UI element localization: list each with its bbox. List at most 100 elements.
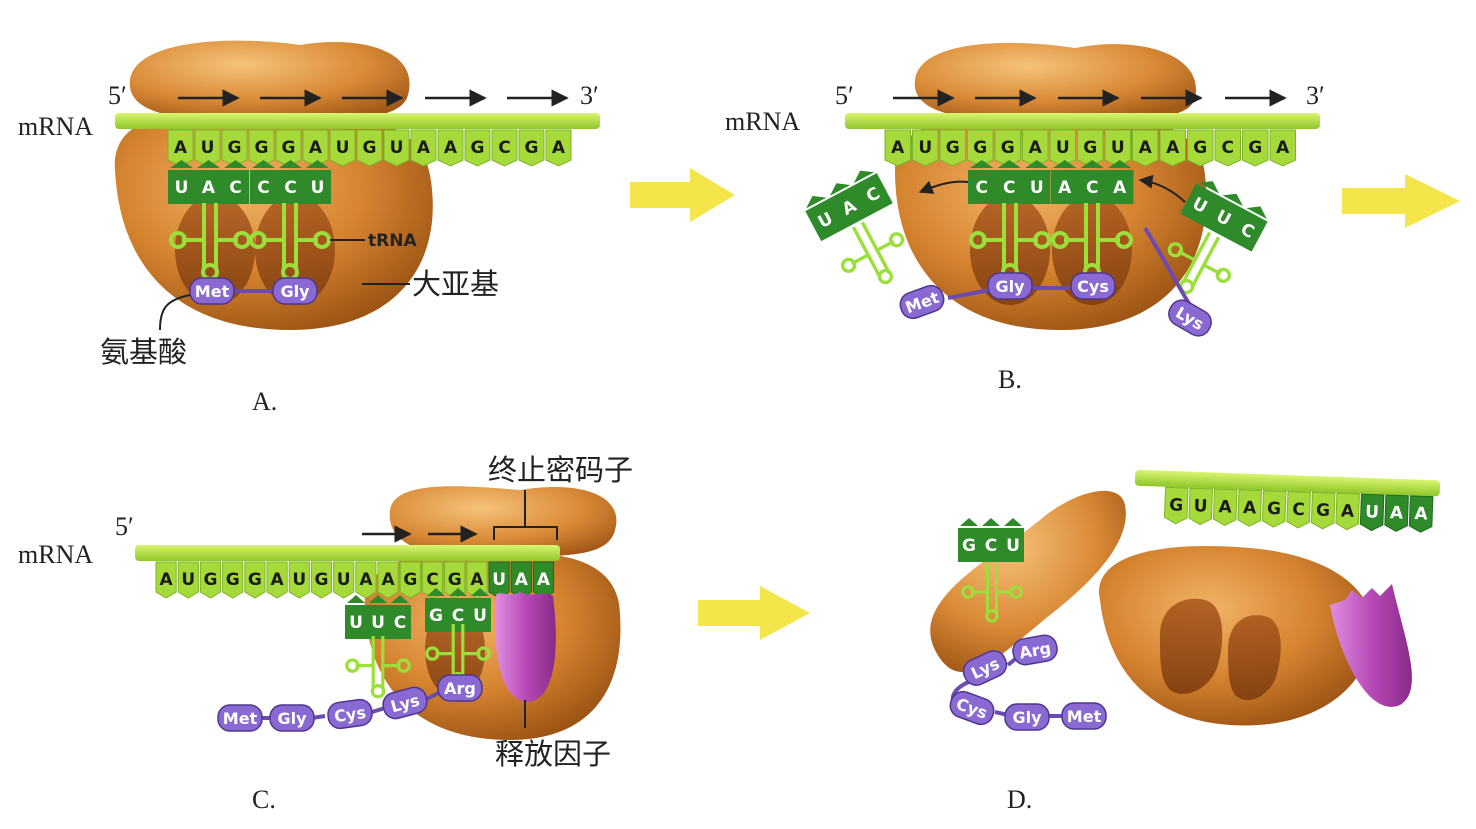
codon-letter: G bbox=[204, 570, 218, 590]
codon-tooth bbox=[912, 129, 939, 167]
trna-loop bbox=[396, 658, 411, 673]
codon-tooth bbox=[222, 561, 244, 599]
codon-tooth bbox=[1359, 493, 1385, 532]
transition-arrow bbox=[698, 586, 810, 640]
anticodon-letter: U bbox=[1006, 536, 1020, 556]
anticodon-notch bbox=[279, 160, 302, 168]
codon-tooth bbox=[377, 561, 399, 599]
amino-acid: Cys bbox=[327, 698, 373, 730]
anticodon-notch bbox=[1222, 193, 1243, 207]
codon-tooth bbox=[177, 561, 199, 599]
codon-letter: U bbox=[201, 138, 215, 158]
trna-loop bbox=[1115, 231, 1133, 249]
five-prime-label: 5′ bbox=[835, 81, 854, 110]
amino-acid-label: Arg bbox=[444, 679, 476, 698]
trna-loop bbox=[313, 231, 331, 249]
codon-letter: A bbox=[1139, 138, 1153, 158]
amino-acid-label: Met bbox=[195, 282, 230, 301]
mrna-strand bbox=[135, 545, 560, 561]
codon-tooth bbox=[994, 129, 1021, 167]
codon-tooth bbox=[1159, 129, 1186, 167]
codon-tooth bbox=[356, 129, 383, 167]
trna-stem bbox=[986, 564, 998, 613]
trna-loop bbox=[877, 268, 894, 285]
codon-letter: U bbox=[292, 570, 306, 590]
codon-letter: A bbox=[309, 138, 323, 158]
codon-letter: A bbox=[891, 138, 905, 158]
codon-tooth bbox=[1188, 487, 1214, 526]
codon-tooth bbox=[1237, 489, 1262, 527]
codon-letter: A bbox=[174, 138, 188, 158]
codon-letter: G bbox=[946, 138, 960, 158]
amino-acid-bead bbox=[1012, 634, 1058, 666]
codon-tooth bbox=[288, 561, 310, 599]
codon-tooth bbox=[464, 129, 491, 167]
codon-letter: U bbox=[1056, 138, 1070, 158]
amino-acid: Gly bbox=[1004, 703, 1050, 731]
anticodon-notch bbox=[369, 595, 387, 603]
three-prime-label: 3′ bbox=[1306, 81, 1325, 110]
codon-letter: A bbox=[382, 570, 396, 590]
codon-tooth bbox=[1261, 490, 1287, 528]
amino-acid-label: Gly bbox=[277, 709, 307, 728]
codon-tooth bbox=[1310, 491, 1336, 530]
trna-loop bbox=[476, 646, 491, 661]
codon-letter: A bbox=[1029, 138, 1043, 158]
codon-letter: G bbox=[282, 138, 296, 158]
codon-letter: G bbox=[1083, 138, 1097, 158]
trna-loop bbox=[985, 609, 999, 623]
codon-tooth bbox=[518, 129, 545, 167]
anticodon-notch bbox=[1004, 518, 1022, 526]
amino-acid-bead bbox=[272, 277, 318, 305]
amino-acid-bead bbox=[189, 277, 235, 305]
amino-acid-bead bbox=[382, 686, 428, 720]
anticodon-block bbox=[168, 170, 249, 204]
five-prime-label: 5′ bbox=[108, 81, 127, 110]
trna-loop bbox=[1009, 585, 1023, 599]
trna-group bbox=[169, 203, 331, 281]
anticodon-letter: C bbox=[976, 178, 988, 198]
amino-acid: Gly bbox=[269, 704, 315, 732]
amino-acid-label: Gly bbox=[1012, 708, 1042, 727]
anticodon-notch bbox=[391, 595, 409, 603]
codon-letter: G bbox=[1267, 499, 1282, 519]
anticodon-letter: C bbox=[284, 178, 296, 198]
anticodon-letter: C bbox=[452, 606, 464, 626]
anticodon-block bbox=[345, 605, 411, 639]
codon-tooth bbox=[1214, 129, 1241, 167]
trna-loop bbox=[840, 257, 857, 273]
incoming-trna: UUC bbox=[1167, 181, 1268, 295]
anticodon-notch bbox=[982, 518, 1000, 526]
panel-c-caption: C. bbox=[252, 785, 276, 814]
anticodon-block bbox=[425, 598, 491, 632]
amino-acid-bead bbox=[437, 674, 483, 702]
anticodon-notch bbox=[252, 160, 275, 168]
release-factor-label: 释放因子 bbox=[495, 737, 611, 771]
trna-stem bbox=[202, 203, 218, 268]
panel-d-caption: D. bbox=[1007, 785, 1032, 814]
amino-acid-bead bbox=[899, 284, 945, 320]
codon-tooth bbox=[1212, 488, 1238, 526]
anticodon-notch bbox=[853, 170, 875, 184]
anticodon-letter: U bbox=[473, 606, 487, 626]
codon-letter: G bbox=[1248, 138, 1262, 158]
codon-letter: G bbox=[471, 138, 485, 158]
anticodon-block bbox=[805, 173, 893, 242]
codon-tooth bbox=[1408, 495, 1434, 533]
anticodon-notch bbox=[1246, 206, 1267, 219]
codon-tooth bbox=[437, 129, 464, 167]
codon-letter: A bbox=[1276, 138, 1290, 158]
codon-letter: A bbox=[271, 570, 285, 590]
trna-loop bbox=[249, 231, 267, 249]
amino-acid: Cys bbox=[1070, 272, 1116, 300]
amino-acid: Met bbox=[189, 277, 235, 305]
trna-loop bbox=[425, 646, 440, 661]
anticodon-letter: U bbox=[371, 613, 385, 633]
codon-letter: A bbox=[537, 570, 551, 590]
